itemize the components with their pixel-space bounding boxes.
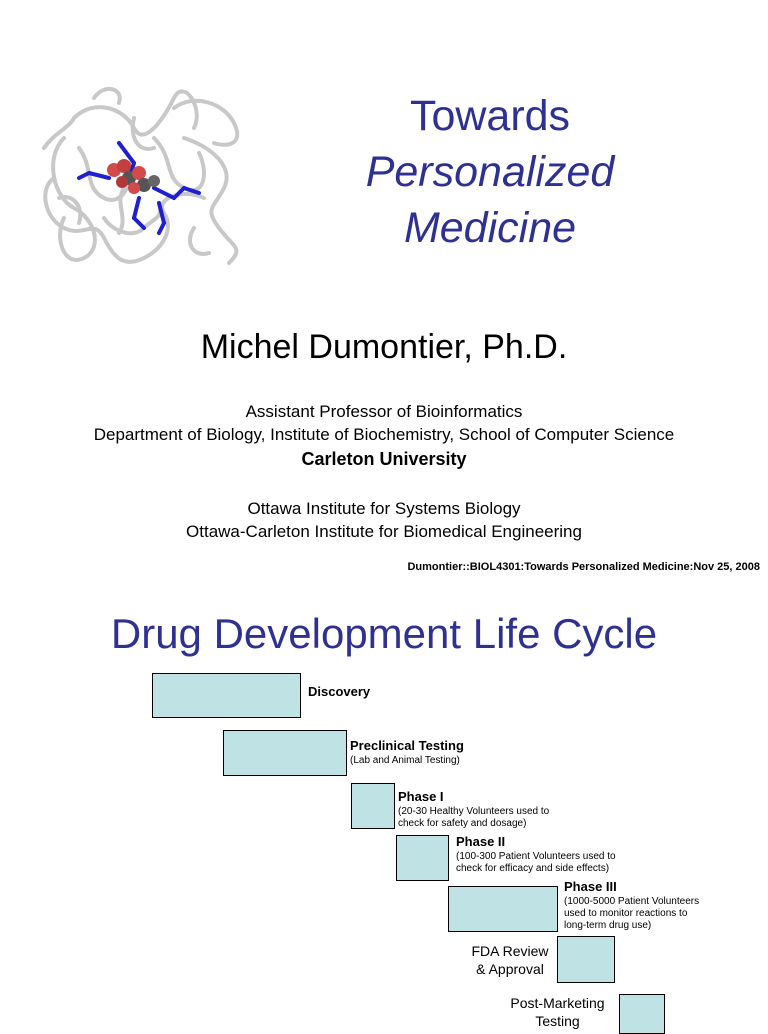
stage-label-preclinical: Preclinical Testing: [350, 738, 464, 753]
author-university: Carleton University: [301, 449, 467, 469]
stage-label-phase-3: Phase III: [564, 879, 617, 894]
title-line-1: Towards: [409, 92, 571, 140]
stage-sub-phase-2: (100-300 Patient Volunteers used to chec…: [456, 851, 616, 874]
slide-title: Drug Development Life Cycle: [110, 610, 658, 657]
institute-2: Ottawa-Carleton Institute for Biomedical…: [186, 522, 582, 541]
institute-1: Ottawa Institute for Systems Biology: [247, 499, 521, 518]
stage-box-phase-1: [351, 783, 395, 829]
stage-box-phase-3: [448, 886, 558, 932]
stage-box-preclinical: [223, 730, 347, 776]
stage-label-phase-1: Phase I: [398, 789, 444, 804]
stage-box-fda-review: [557, 936, 615, 983]
stage-label-phase-2: Phase II: [456, 834, 506, 849]
stage-sub-phase-3: (1000-5000 Patient Volunteers used to mo…: [564, 896, 700, 931]
title-slide: Towards Personalized Medicine Michel Dum…: [42, 87, 760, 573]
stage-sub-phase-1: (20-30 Healthy Volunteers used to check …: [398, 806, 550, 829]
presentation-title: Towards Personalized Medicine: [330, 88, 650, 256]
stage-label-post-marketing: Post-Marketing Testing: [510, 995, 605, 1029]
protein-structure-image: [42, 87, 240, 265]
stage-box-post-marketing: [619, 994, 665, 1034]
author-position: Assistant Professor of Bioinformatics: [245, 402, 523, 421]
stage-box-discovery: [152, 673, 301, 718]
title-line-2: Personalized: [365, 148, 615, 196]
author-departments: Department of Biology, Institute of Bioc…: [93, 425, 675, 444]
stage-box-phase-2: [396, 835, 449, 881]
stage-label-discovery: Discovery: [308, 684, 371, 699]
slide-footer: Dumontier::BIOL4301:Towards Personalized…: [407, 561, 760, 573]
author-name: Michel Dumontier, Ph.D.: [200, 328, 568, 366]
drug-cycle-slide: Drug Development Life Cycle Discovery Pr…: [0, 590, 768, 1034]
stage-sub-preclinical: (Lab and Animal Testing): [350, 755, 460, 766]
stage-label-fda-review: FDA Review & Approval: [471, 943, 549, 977]
title-line-3: Medicine: [403, 204, 577, 252]
